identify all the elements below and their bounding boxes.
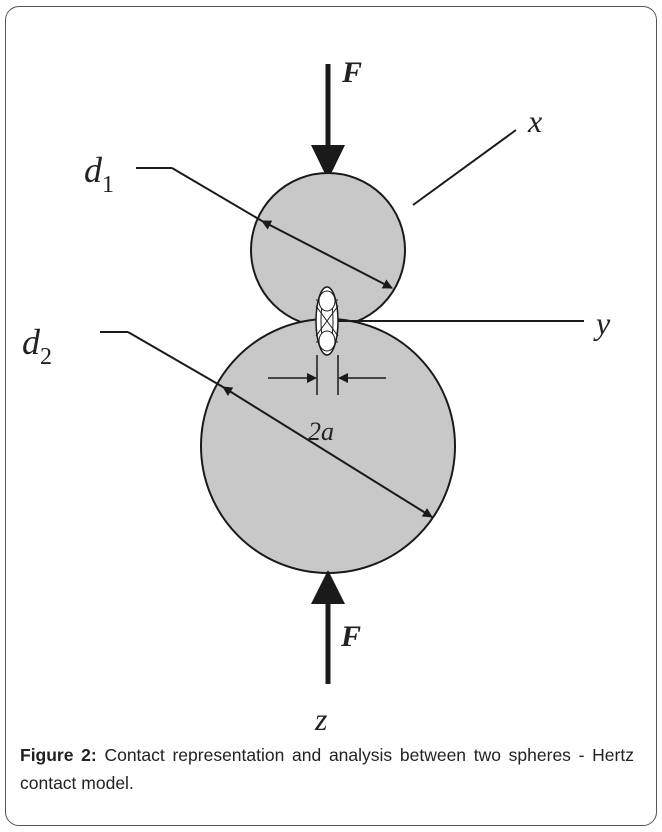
axis-label-z: z [314,701,328,737]
diameter-1-letter: d [84,150,103,190]
diameter-arrow-d1 [261,220,393,289]
diameter-1-subscript: 1 [102,172,114,198]
contact-width-label: 2a [308,417,334,446]
axis-label-y: y [593,305,611,341]
leader-line-x [412,129,517,206]
force-label-bottom: F [340,620,361,653]
force-label-top: F [341,56,362,89]
top-force-arrow [311,64,345,180]
caption-label: Figure 2: [20,745,97,765]
diameter-1-label: d1 [84,150,114,198]
leader-line-d2-diag [127,331,224,388]
contact-ellipse [315,286,339,356]
caption-text: Contact representation and analysis betw… [20,745,634,793]
axis-label-x: x [527,103,542,139]
diameter-2-label: d2 [22,322,52,370]
figure-caption: Figure 2: Contact representation and ana… [20,741,634,797]
bottom-force-arrow [311,570,345,684]
lower-sphere [200,318,456,574]
diameter-arrow-d2 [222,386,433,518]
diameter-2-letter: d [22,322,41,362]
contact-width-indicator [268,355,386,395]
leader-line-d1-diag [171,167,263,222]
diameter-2-subscript: 2 [40,344,52,370]
